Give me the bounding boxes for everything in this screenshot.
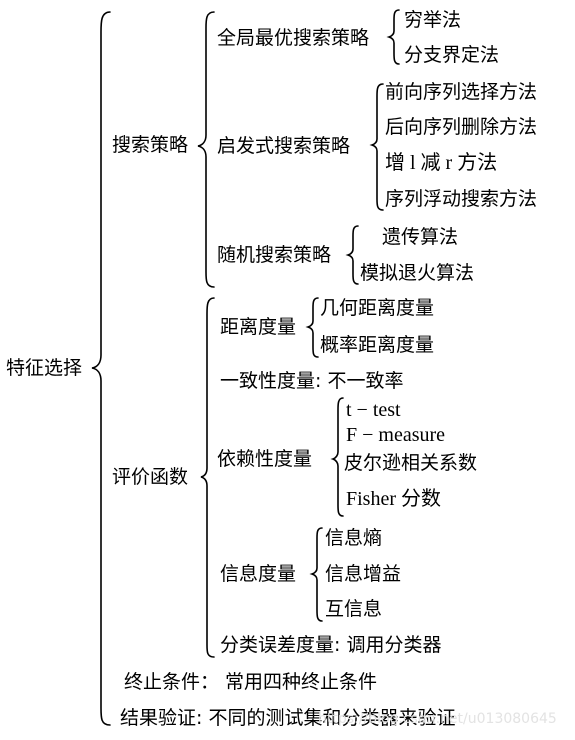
search-strategy-label: 搜索策略 bbox=[112, 134, 189, 156]
brace-search bbox=[197, 11, 215, 288]
information-measure-label: 信息度量 bbox=[220, 563, 297, 585]
evaluation-function-label: 评价函数 bbox=[112, 466, 189, 488]
distance-measure-label: 距离度量 bbox=[220, 316, 297, 338]
brace-information bbox=[309, 527, 323, 622]
global-item-exhaustive: 穷举法 bbox=[404, 9, 462, 31]
global-optimal-label: 全局最优搜索策略 bbox=[217, 27, 370, 49]
distance-item-probabilistic: 概率距离度量 bbox=[320, 334, 435, 356]
brace-root bbox=[91, 11, 111, 726]
random-search-label: 随机搜索策略 bbox=[217, 244, 332, 266]
heuristic-item-plus-l-minus-r: 增 l 减 r 方法 bbox=[385, 152, 498, 174]
dependency-item-pearson: 皮尔逊相关系数 bbox=[344, 452, 478, 474]
heuristic-label: 启发式搜索策略 bbox=[217, 135, 351, 157]
heuristic-item-backward: 后向序列删除方法 bbox=[385, 116, 538, 138]
dependency-measure-label: 依赖性度量 bbox=[217, 448, 313, 470]
brace-global bbox=[386, 9, 400, 65]
brace-eval bbox=[200, 297, 215, 658]
information-item-gain: 信息增益 bbox=[325, 563, 402, 585]
random-item-genetic: 遗传算法 bbox=[382, 226, 459, 248]
dependency-item-f-measure: F − measure bbox=[346, 424, 446, 446]
dependency-item-t-test: t − test bbox=[346, 399, 401, 421]
brace-distance bbox=[305, 297, 319, 358]
brace-dependency bbox=[330, 397, 344, 517]
global-item-branch-bound: 分支界定法 bbox=[404, 44, 500, 66]
information-item-mutual: 互信息 bbox=[325, 598, 383, 620]
consistency-measure: 一致性度量: 不一致率 bbox=[220, 370, 404, 392]
termination-condition: 终止条件： 常用四种终止条件 bbox=[124, 671, 378, 693]
heuristic-item-floating: 序列浮动搜索方法 bbox=[385, 188, 538, 210]
brace-random bbox=[345, 225, 359, 285]
watermark: https://blog.csdn.net/u013080645 bbox=[318, 711, 557, 727]
random-item-annealing: 模拟退火算法 bbox=[360, 262, 475, 284]
information-item-entropy: 信息熵 bbox=[325, 527, 383, 549]
distance-item-geometric: 几何距离度量 bbox=[320, 297, 435, 319]
root-label: 特征选择 bbox=[6, 357, 83, 379]
brace-heuristic bbox=[369, 83, 384, 211]
dependency-item-fisher: Fisher 分数 bbox=[346, 488, 441, 510]
heuristic-item-forward: 前向序列选择方法 bbox=[385, 81, 538, 103]
classification-error-measure: 分类误差度量: 调用分类器 bbox=[220, 634, 442, 656]
result-validation: 结果验证: 不同的测试集和分类器来验证 bbox=[120, 707, 456, 729]
